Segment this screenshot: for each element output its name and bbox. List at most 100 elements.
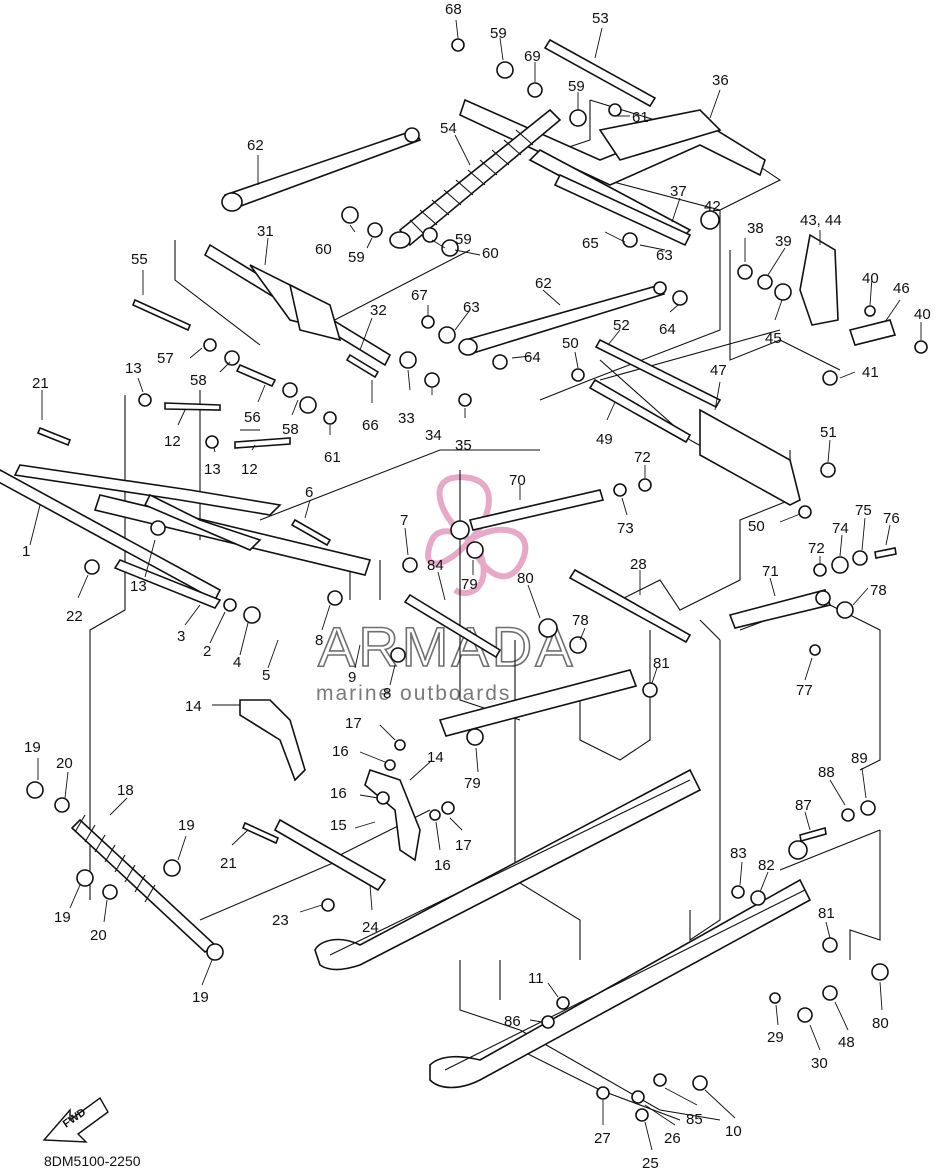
part-62-link-upper [221,127,422,212]
callout-13: 13 [125,360,142,377]
callout-67: 67 [411,287,428,304]
part-14-stopper-right [364,768,421,862]
callout-88: 88 [818,764,835,781]
callout-35: 35 [455,437,472,454]
callout-41: 41 [862,364,879,381]
callout-42: 42 [704,198,721,215]
callout-87: 87 [795,797,812,814]
part-18-rear-shock [70,814,217,954]
callout-8: 8 [315,632,323,649]
hardware-bushings [26,38,928,1122]
callout-81: 81 [653,655,670,672]
callout-63: 63 [656,247,673,264]
callout-12: 12 [241,461,258,478]
callout-83: 83 [730,845,747,862]
callout-labels: 68 53 59 69 59 61 36 62 54 37 42 38 39 4… [22,1,931,1172]
callout-39: 39 [775,233,792,250]
callout-72: 72 [808,540,825,557]
callout-25: 25 [642,1155,659,1172]
callout-49: 49 [596,431,613,448]
callout-51: 51 [820,424,837,441]
callout-66: 66 [362,417,379,434]
callout-53: 53 [592,10,609,27]
callout-8: 8 [383,685,391,702]
callout-56: 56 [244,409,261,426]
callout-21: 21 [220,855,237,872]
callout-55: 55 [131,251,148,268]
callout-30: 30 [811,1055,828,1072]
callout-19: 19 [24,739,41,756]
part-62-link-lower [458,281,667,356]
callout-19: 19 [178,817,195,834]
callout-59: 59 [568,78,585,95]
callout-54: 54 [440,120,457,137]
callout-78: 78 [870,582,887,599]
part-1-front-frame [0,464,372,602]
callout-73: 73 [617,520,634,537]
part-28-rod [568,568,692,644]
part-3-shaft [113,559,222,609]
callout-11: 11 [528,970,544,987]
hardware-bolts [36,298,897,845]
part-71-link [728,589,832,629]
callout-69: 69 [524,48,541,65]
part-43-44-bracket-plate [799,233,839,326]
callout-57: 57 [157,350,174,367]
callout-48: 48 [838,1034,855,1051]
callout-33: 33 [398,410,415,427]
callout-85: 85 [686,1111,703,1128]
assembly-outline-lines [89,99,881,1121]
callout-18: 18 [117,782,134,799]
callout-28: 28 [630,556,647,573]
callout-13: 13 [204,461,221,478]
callout-32: 32 [370,302,387,319]
callout-19: 19 [192,989,209,1006]
callout-15: 15 [330,817,347,834]
part-84-rod [403,593,502,659]
callout-79: 79 [461,576,478,593]
callout-17: 17 [345,715,362,732]
callout-77: 77 [796,682,813,699]
callout-72: 72 [634,449,651,466]
callout-82: 82 [758,857,775,874]
callout-20: 20 [56,755,73,772]
callout-leader-lines [29,19,922,1151]
callout-74: 74 [832,520,849,537]
callout-20: 20 [90,927,107,944]
callout-59: 59 [348,249,365,266]
callout-63: 63 [463,299,480,316]
callout-1: 1 [22,543,30,560]
callout-40: 40 [914,306,931,323]
callout-22: 22 [66,608,83,625]
callout-58: 58 [282,421,299,438]
callout-61: 61 [632,109,649,126]
callout-50: 50 [562,335,579,352]
callout-21: 21 [32,375,49,392]
callout-12: 12 [164,433,181,450]
callout-14: 14 [185,698,202,715]
callout-29: 29 [767,1029,784,1046]
callout-13: 13 [130,578,147,595]
callout-52: 52 [613,317,630,334]
callout-86: 86 [504,1013,521,1030]
fwd-arrow: FWD [42,1096,109,1143]
callout-38: 38 [747,220,764,237]
callout-26: 26 [664,1130,681,1147]
callout-10: 10 [725,1123,742,1140]
part-70-bolt [468,489,605,531]
callout-64: 64 [659,321,676,338]
callout-62: 62 [535,275,552,292]
callout-45: 45 [765,330,782,347]
callout-34: 34 [425,427,442,444]
part-37-shaft [553,173,692,247]
slide-rail-upper [314,768,702,971]
part-46-plate [848,319,897,346]
part-53-shaft [543,38,657,108]
slide-rail-lower [429,878,812,1089]
callout-2: 2 [203,643,211,660]
callout-46: 46 [893,280,910,297]
callout-78: 78 [572,612,589,629]
callout-16: 16 [434,857,451,874]
callout-5: 5 [262,667,270,684]
